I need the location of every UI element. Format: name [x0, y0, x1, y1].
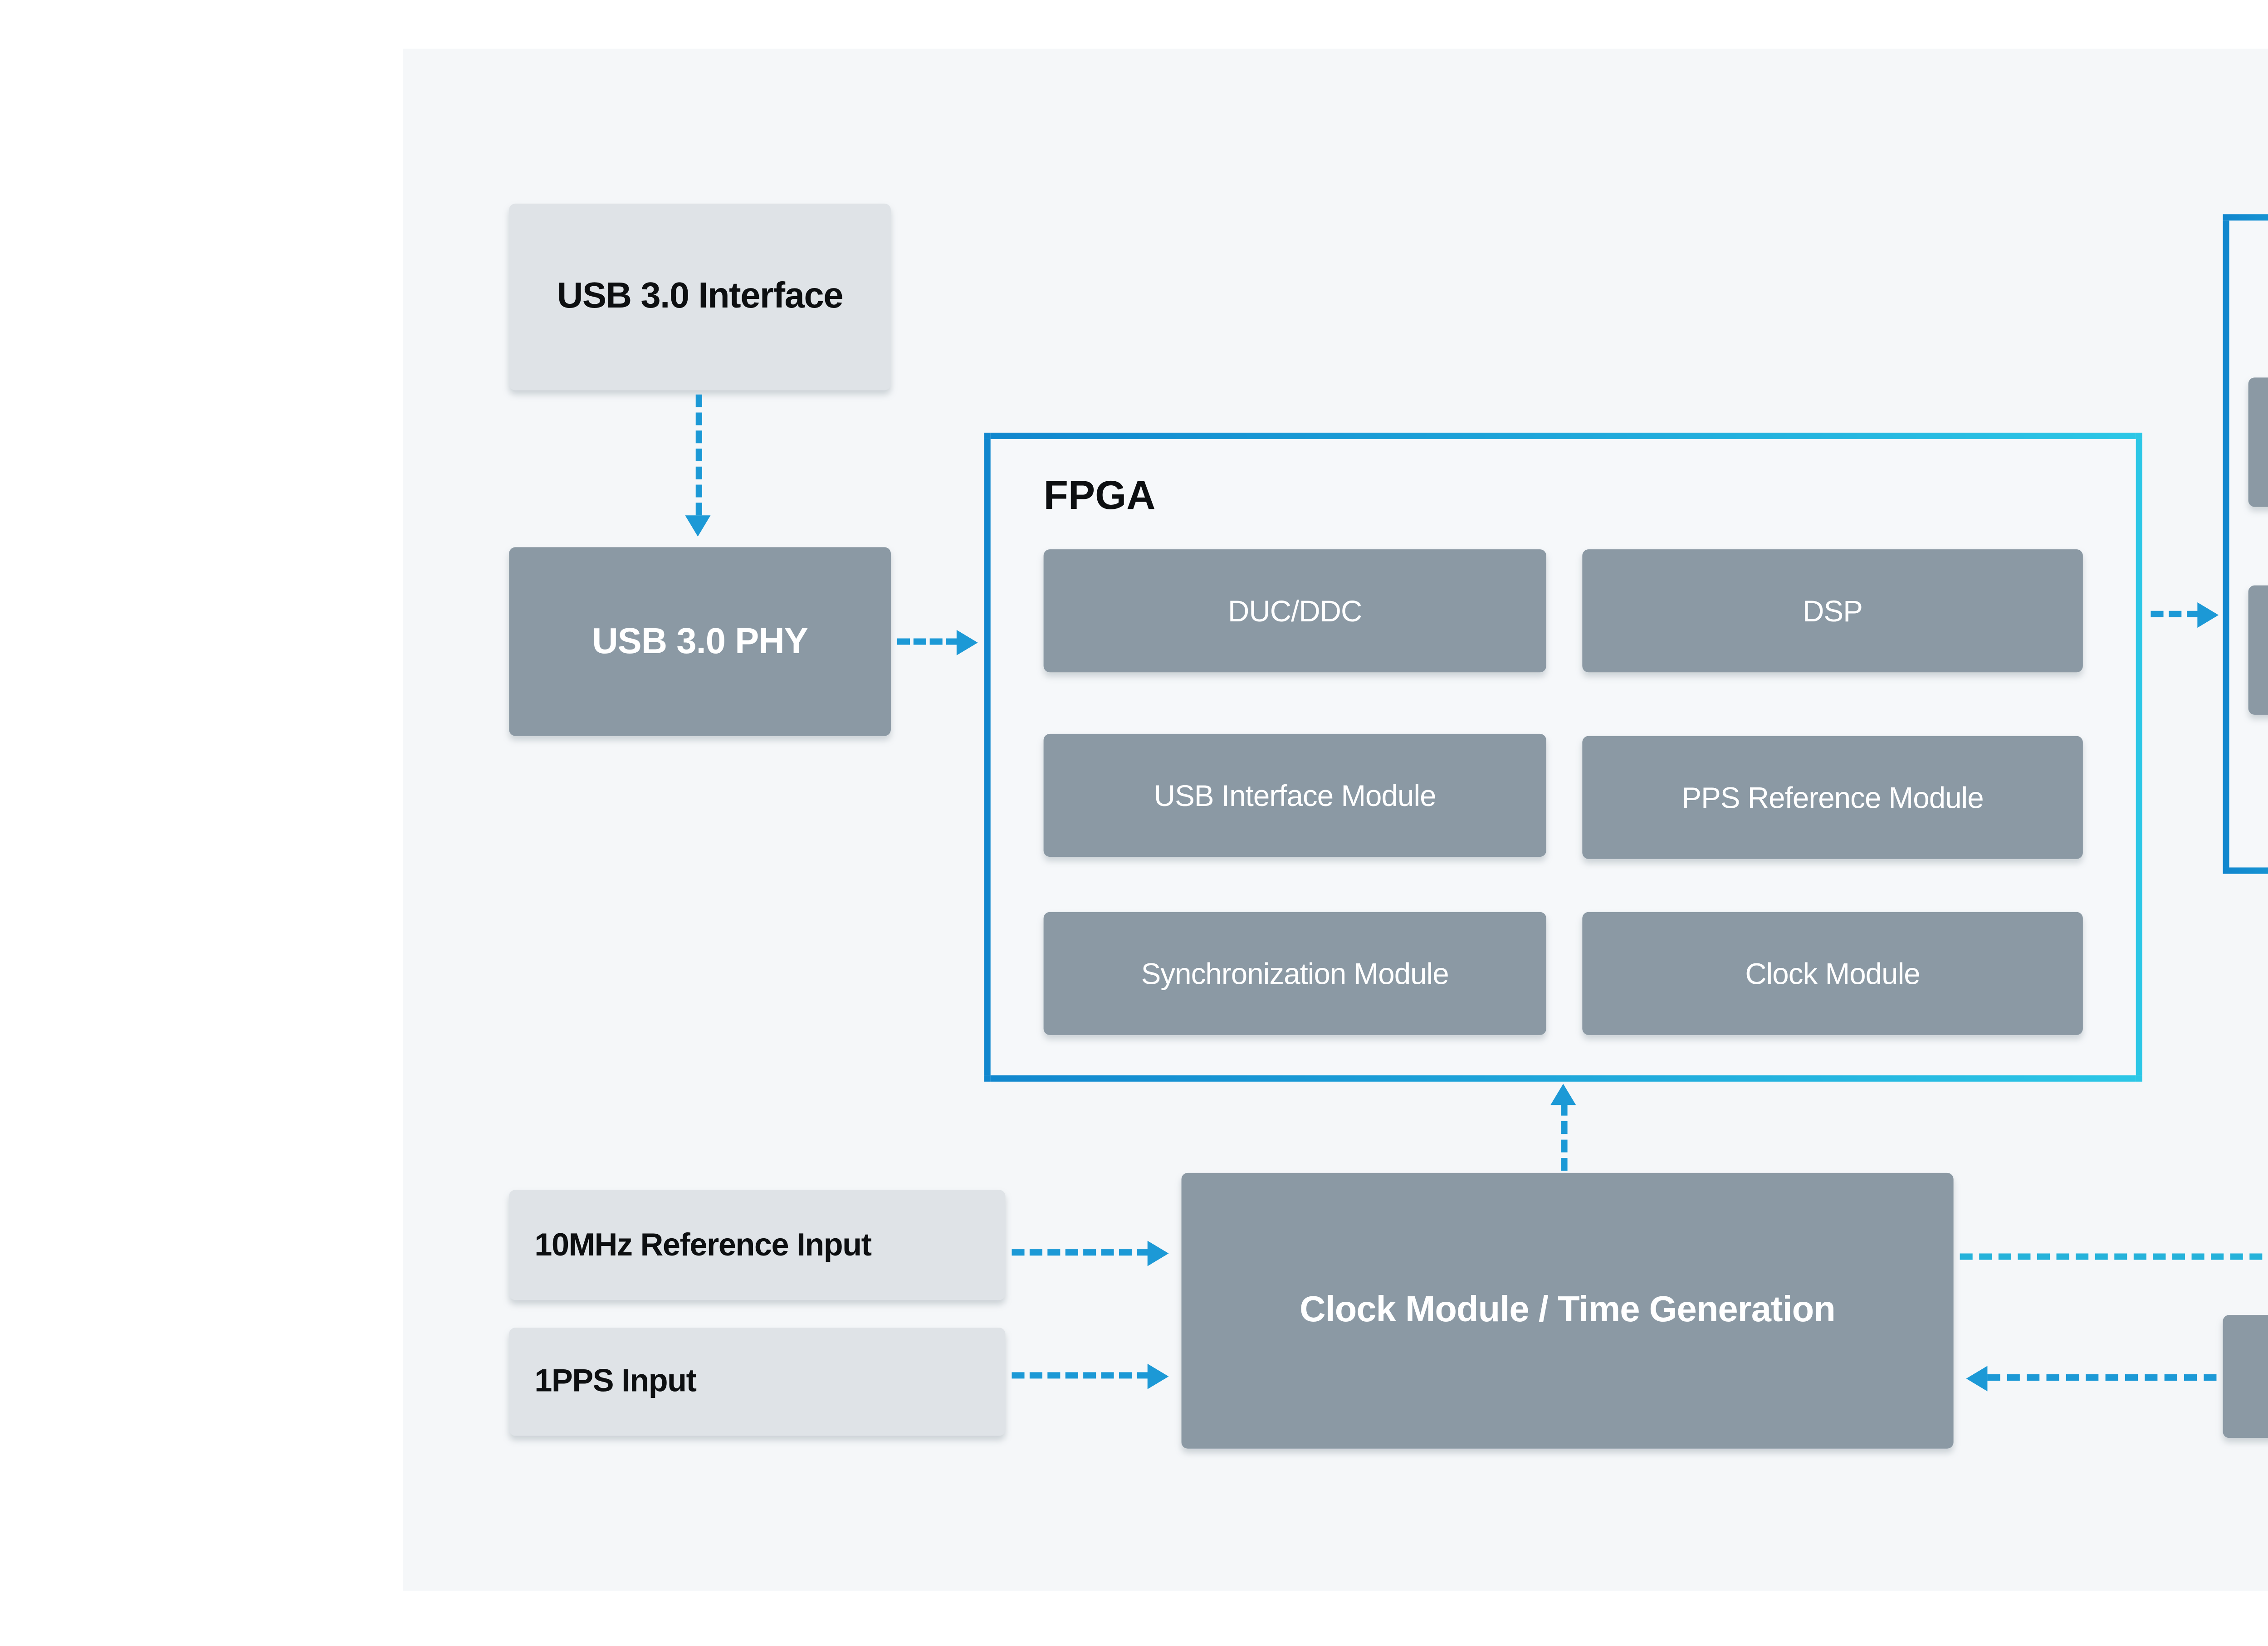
node-dsp-label: DSP: [1803, 594, 1863, 628]
node-adc: ADC: [2248, 585, 2268, 715]
node-pps-reference-module: PPS Reference Module: [1582, 736, 2083, 859]
arrow-phy-to-fpga-head: [956, 630, 978, 655]
node-usb-interface-module-label: USB Interface Module: [1154, 778, 1437, 812]
node-clock-module: Clock Module: [1582, 912, 2083, 1035]
node-rf-chip: RF Chip: [2223, 214, 2268, 874]
node-usb-3-phy-label: USB 3.0 PHY: [592, 620, 808, 661]
node-clock-time-generation: Clock Module / Time Generation: [1181, 1172, 1954, 1449]
node-synchronization-module: Synchronization Module: [1043, 912, 1546, 1035]
arrow-usb-interface-to-phy-line: [695, 394, 702, 516]
node-duc-ddc: DUC/DDC: [1043, 549, 1546, 673]
node-usb-3-interface: USB 3.0 Interface: [509, 203, 891, 391]
node-usb-3-phy: USB 3.0 PHY: [509, 547, 891, 736]
arrow-usb-interface-to-phy-head: [685, 515, 711, 537]
arrow-10mhz-to-clock-head: [1147, 1241, 1169, 1266]
node-10mhz-reference-input: 10MHz Reference Input: [509, 1190, 1006, 1300]
arrow-fpga-to-rf-chip-head: [2197, 602, 2219, 628]
node-usb-interface-module: USB Interface Module: [1043, 733, 1546, 857]
arrow-clock-to-fpga-line: [1561, 1103, 1568, 1171]
node-clock-module-label: Clock Module: [1745, 956, 1920, 991]
node-dac: DAC: [2248, 377, 2268, 507]
node-1pps-input-label: 1PPS Input: [534, 1363, 697, 1400]
node-10mhz-reference-input-label: 10MHz Reference Input: [534, 1227, 872, 1263]
arrow-fpga-to-rf-chip-line: [2151, 611, 2200, 617]
node-synchronization-module-label: Synchronization Module: [1141, 956, 1449, 991]
arrow-phy-to-fpga-line: [897, 638, 959, 645]
arrow-1pps-to-clock-line: [1012, 1372, 1150, 1379]
arrow-10mhz-to-clock-line: [1012, 1249, 1150, 1256]
node-usb-3-interface-label: USB 3.0 Interface: [557, 275, 843, 316]
node-dsp: DSP: [1582, 549, 2083, 673]
arrow-gpsdo-to-clock-head: [1966, 1366, 1988, 1392]
node-duc-ddc-label: DUC/DDC: [1228, 594, 1362, 628]
arrow-1pps-to-clock-head: [1147, 1363, 1169, 1389]
arrow-gpsdo-to-clock-line: [1987, 1374, 2217, 1381]
node-fpga-title: FPGA: [1043, 475, 1156, 520]
arrow-clock-to-rf-chip-hline: [1960, 1253, 2268, 1260]
node-gpsdo: GPSDO (Optional): [2223, 1315, 2268, 1438]
node-rf-chip-title: RF Chip: [2229, 254, 2268, 293]
node-pps-reference-module-label: PPS Reference Module: [1681, 780, 1984, 815]
arrow-clock-to-fpga-head: [1550, 1084, 1576, 1105]
node-1pps-input: 1PPS Input: [509, 1328, 1006, 1436]
node-clock-time-generation-label: Clock Module / Time Generation: [1300, 1289, 1836, 1330]
